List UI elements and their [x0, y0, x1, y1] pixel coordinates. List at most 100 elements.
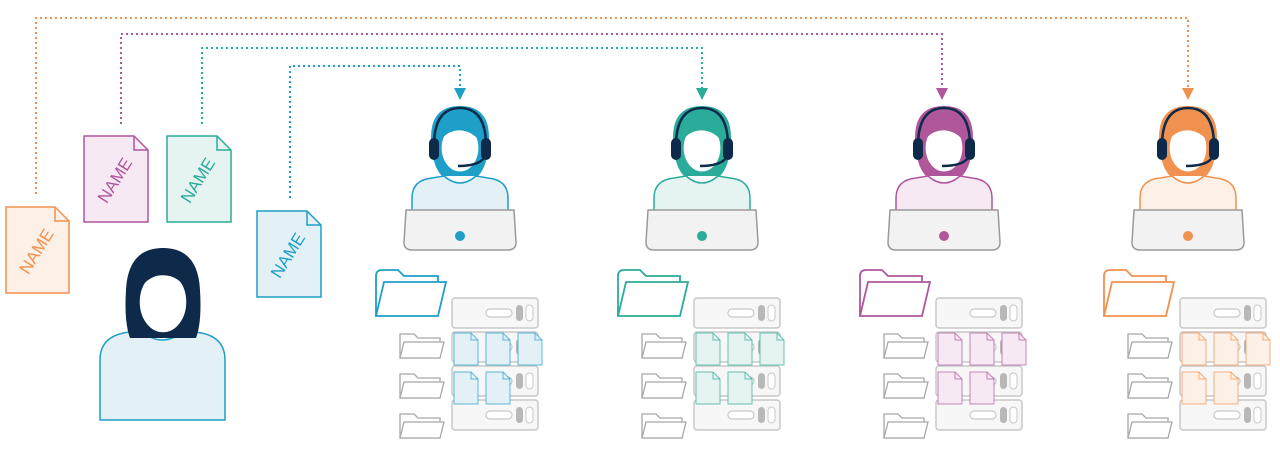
server-led	[525, 304, 534, 322]
agents-group	[374, 106, 1271, 439]
server-led	[758, 407, 765, 423]
stored-file-icon	[485, 332, 511, 366]
stored-file-icon	[1181, 332, 1207, 366]
headset-earpiece-left	[671, 138, 681, 160]
folder-front	[399, 341, 445, 359]
server-slot	[969, 410, 997, 420]
server-led	[525, 372, 534, 390]
server-slot	[969, 308, 997, 318]
headset-band	[916, 106, 972, 147]
server-led	[516, 305, 523, 321]
server-led	[1000, 407, 1007, 423]
file-fold	[744, 333, 752, 341]
document-4: NAME	[256, 210, 322, 298]
file-fold	[712, 333, 720, 341]
headset-mic	[457, 157, 485, 168]
server-led	[767, 406, 776, 424]
document-1: NAME	[5, 206, 70, 294]
connector-line	[35, 17, 1189, 194]
document-icon	[256, 210, 322, 298]
laptop-logo	[455, 231, 465, 241]
folder-front	[883, 341, 929, 359]
folder-front	[1127, 341, 1173, 359]
folder-front	[1127, 421, 1173, 439]
file-fold	[954, 372, 962, 380]
folder-front	[399, 381, 445, 399]
folder-front	[883, 381, 929, 399]
folder-front	[883, 421, 929, 439]
server-led	[1244, 373, 1251, 389]
person-fringe	[139, 261, 187, 290]
stored-file-icon	[453, 371, 479, 405]
stored-file-icon	[759, 332, 785, 366]
folder-front	[1127, 381, 1173, 399]
laptop-icon	[1131, 209, 1245, 251]
agent-body	[653, 175, 751, 213]
server-led	[1000, 305, 1007, 321]
server-slot	[1213, 410, 1241, 420]
connector-line	[201, 47, 703, 124]
stored-file-icon	[937, 332, 963, 366]
headset-earpiece-left	[913, 138, 923, 160]
file-fold	[986, 372, 994, 380]
page-fold	[306, 211, 321, 226]
server-slot	[727, 308, 755, 318]
server-slot	[485, 410, 513, 420]
stored-file-icon	[1213, 332, 1239, 366]
headset-earpiece-right	[965, 138, 975, 160]
stored-file-icon	[727, 332, 753, 366]
folder-front	[641, 381, 687, 399]
server-led	[1000, 373, 1007, 389]
laptop-icon	[887, 209, 1001, 251]
file-fold	[1262, 333, 1270, 341]
server-led	[1253, 406, 1262, 424]
connector-line	[120, 33, 943, 124]
laptop-logo	[1183, 231, 1193, 241]
stored-file-icon	[485, 371, 511, 405]
server-slot	[727, 410, 755, 420]
stored-file-icon	[517, 332, 543, 366]
headset-earpiece-right	[1209, 138, 1219, 160]
file-fold	[470, 372, 478, 380]
connector-line	[289, 65, 461, 198]
page-fold	[216, 136, 231, 151]
server-led	[758, 373, 765, 389]
file-fold	[1018, 333, 1026, 341]
headset-mic	[941, 157, 969, 168]
page-fold	[133, 136, 148, 151]
server-led	[1244, 407, 1251, 423]
server-led	[767, 372, 776, 390]
folder-front	[641, 341, 687, 359]
headset-band	[674, 106, 730, 147]
person-figure	[99, 248, 226, 421]
file-fold	[776, 333, 784, 341]
stored-file-icon	[695, 332, 721, 366]
folder-open-icon	[1102, 281, 1176, 317]
agent-station-3	[858, 106, 1027, 439]
headset-earpiece-left	[1157, 138, 1167, 160]
stored-file-icon	[1245, 332, 1271, 366]
agent-station-4	[1102, 106, 1271, 439]
arrow-head-icon	[1182, 88, 1194, 100]
arrow-head-icon	[454, 88, 466, 100]
file-fold	[470, 333, 478, 341]
agent-station-1	[374, 106, 543, 439]
arrow-head-icon	[696, 88, 708, 100]
server-led	[1253, 372, 1262, 390]
document-icon	[5, 206, 70, 294]
stored-file-icon	[1213, 371, 1239, 405]
folder-open-icon	[374, 281, 448, 317]
server-led	[525, 406, 534, 424]
server-led	[767, 304, 776, 322]
headset-band	[1160, 106, 1216, 147]
agent-fringe	[925, 121, 963, 140]
agent-fringe	[683, 121, 721, 140]
connector-lines	[35, 17, 1194, 198]
page-fold	[54, 207, 69, 222]
server-led	[1009, 406, 1018, 424]
headset-earpiece-right	[723, 138, 733, 160]
folder-front	[641, 421, 687, 439]
document-3: NAME	[166, 135, 232, 223]
